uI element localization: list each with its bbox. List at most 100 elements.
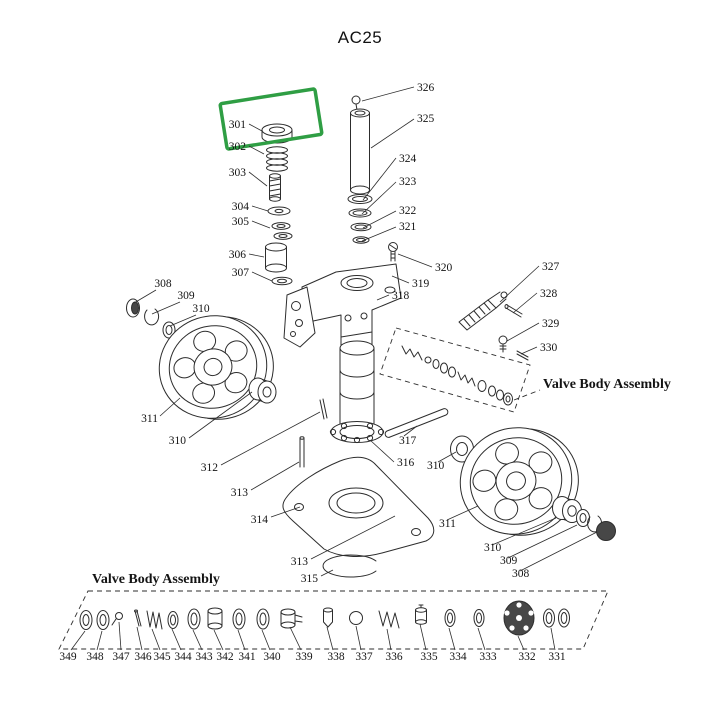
part-label-312: 312 (201, 462, 219, 474)
leader-line-334 (448, 627, 456, 651)
part-label-306: 306 (229, 249, 247, 261)
leader-line-341 (237, 629, 246, 651)
leader-line-309 (507, 524, 578, 559)
part-label-320: 320 (435, 262, 453, 274)
oring-stack (347, 194, 373, 244)
leader-line-301 (248, 123, 263, 132)
part-label-307: 307 (232, 267, 250, 279)
leader-line-319 (391, 275, 410, 284)
part-label-311: 311 (439, 518, 456, 530)
part-label-318: 318 (392, 290, 410, 302)
valve-parts-row (79, 600, 570, 636)
leader-line-312 (220, 411, 321, 466)
leader-line-342 (213, 629, 224, 651)
part-label-308: 308 (512, 568, 530, 580)
leader-line-327 (499, 265, 540, 303)
leader-line-318 (376, 294, 390, 301)
part-label-349: 349 (59, 651, 77, 663)
part-label-328: 328 (540, 288, 558, 300)
part-label-336: 336 (385, 651, 403, 663)
leader-line-332 (517, 635, 525, 651)
leader-line-308 (519, 531, 598, 572)
part-label-305: 305 (232, 216, 250, 228)
part-label-311: 311 (141, 413, 158, 425)
diagram-title: AC25 (337, 28, 383, 47)
cylinder-flange (329, 421, 385, 444)
valve-parts-box (58, 590, 609, 650)
leader-line-310 (169, 314, 197, 327)
part-label-301: 301 (229, 119, 247, 131)
part-label-347: 347 (112, 651, 130, 663)
valve-body-assembly-bottom: Valve Body Assembly (92, 572, 220, 587)
left-wheel (126, 298, 277, 420)
part-label-321: 321 (399, 221, 417, 233)
leader-line-307 (251, 271, 273, 282)
leader-line-348 (96, 630, 103, 651)
leader-line-338 (326, 626, 334, 651)
leader-line-331 (550, 627, 556, 651)
part-label-342: 342 (216, 651, 234, 663)
leader-line-335 (419, 623, 427, 651)
part-label-325: 325 (417, 113, 435, 125)
leader-line-349 (70, 630, 86, 651)
part-label-343: 343 (195, 651, 213, 663)
part-label-345: 345 (153, 651, 171, 663)
part-label-331: 331 (548, 651, 566, 663)
leader-line-313 (250, 461, 300, 491)
leader-line-323 (361, 181, 397, 215)
part-label-335: 335 (420, 651, 438, 663)
leader-line-305 (251, 220, 271, 229)
leader-line-343 (192, 629, 203, 651)
leader-line-306 (248, 253, 265, 258)
part-label-309: 309 (500, 555, 518, 567)
part-label-339: 339 (295, 651, 313, 663)
leader-line-315 (320, 569, 334, 577)
leader-line-326 (361, 86, 415, 102)
leader-line-317 (403, 425, 418, 437)
leader-line-311 (446, 505, 479, 521)
leader-line-311 (159, 397, 181, 417)
leader-line-333 (477, 627, 486, 651)
leader-line-346 (136, 626, 143, 651)
part-label-340: 340 (263, 651, 281, 663)
part-label-323: 323 (399, 176, 417, 188)
leader-line-303 (248, 171, 268, 187)
part-label-315: 315 (301, 573, 319, 585)
part-label-327: 327 (542, 261, 560, 273)
leader-line-309 (151, 301, 181, 315)
part-label-317: 317 (399, 435, 417, 447)
release-lever (458, 291, 529, 361)
part-label-310: 310 (427, 460, 445, 472)
part-label-334: 334 (449, 651, 467, 663)
leader-line-337 (355, 625, 362, 651)
part-label-304: 304 (232, 201, 250, 213)
part-label-344: 344 (174, 651, 192, 663)
retaining-ring (322, 554, 377, 578)
part-label-308: 308 (154, 278, 172, 290)
part-label-302: 302 (229, 141, 247, 153)
leader-line-302 (248, 145, 265, 155)
part-label-310: 310 (192, 303, 210, 315)
leader-line-304 (251, 205, 269, 212)
part-label-346: 346 (134, 651, 152, 663)
part-label-309: 309 (177, 290, 195, 302)
leader-line-330 (520, 346, 538, 355)
leader-line-340 (261, 629, 271, 651)
leader-line-320 (397, 253, 433, 268)
labels-layer: 3013023033043053063073263253243233223213… (59, 82, 670, 663)
base-bracket (282, 456, 435, 578)
leader-line-328 (512, 292, 538, 314)
part-label-341: 341 (238, 651, 256, 663)
part-label-332: 332 (518, 651, 536, 663)
leader-line-310 (437, 451, 457, 463)
part-label-329: 329 (542, 318, 560, 330)
pump-body (283, 263, 402, 431)
part-label-330: 330 (540, 342, 558, 354)
part-label-303: 303 (229, 167, 247, 179)
leader-line-310 (188, 391, 253, 439)
part-label-313: 313 (231, 487, 249, 499)
highlight-box (218, 87, 324, 151)
leader-line-344 (171, 628, 182, 651)
